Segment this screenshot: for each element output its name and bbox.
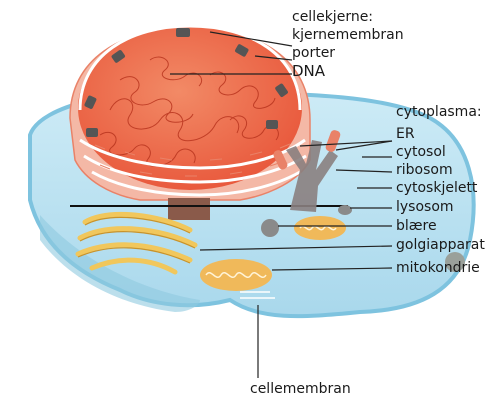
- label-lysosome: lysosom: [396, 200, 454, 215]
- mitochondrion-2: [200, 259, 272, 291]
- mitochondrion-1: [294, 216, 346, 240]
- label-nucleus: cellekjerne:: [292, 10, 373, 25]
- label-er: ER: [396, 127, 415, 142]
- label-cytoplasm: cytoplasma:: [396, 105, 482, 120]
- vesicle: [261, 219, 279, 237]
- label-cytosol: cytosol: [396, 145, 446, 160]
- label-ribosome: ribosom: [396, 163, 453, 178]
- lysosome: [338, 205, 352, 215]
- label-golgi: golgiapparat: [396, 238, 485, 253]
- nucleus-stalk: [168, 198, 210, 220]
- label-cell-membrane: cellemembran: [250, 382, 351, 397]
- label-pores: porter: [292, 46, 335, 61]
- label-dna: DNA: [292, 64, 325, 79]
- label-mitochondrion: mitokondrie: [396, 261, 480, 276]
- label-vesicle: blære: [396, 219, 437, 234]
- label-cytoskeleton: cytoskjelett: [396, 181, 477, 196]
- label-nuclear-membrane: kjernemembran: [292, 28, 404, 43]
